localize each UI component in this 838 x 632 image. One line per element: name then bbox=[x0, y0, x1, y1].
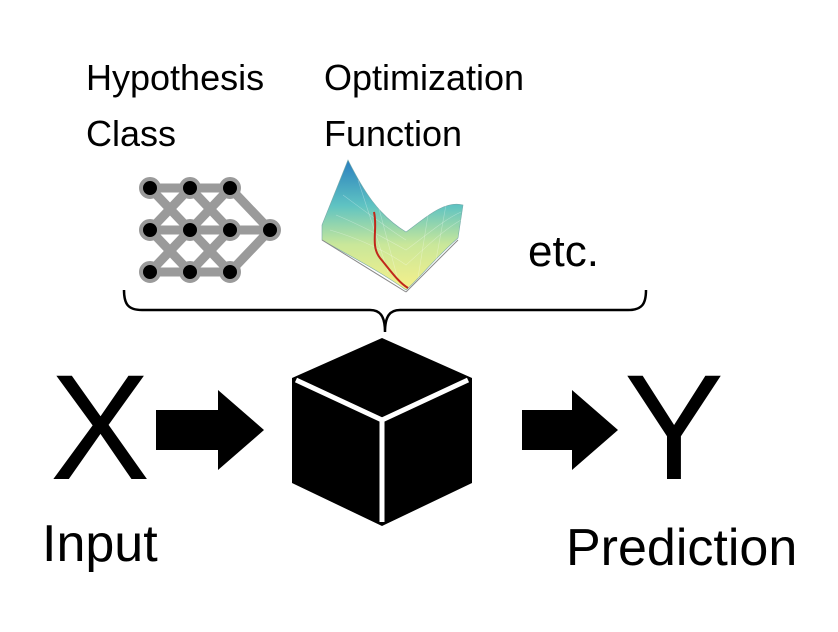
input-symbol: X bbox=[50, 343, 151, 511]
neural-network-icon bbox=[139, 177, 281, 283]
optimization-label-line1: Optimization bbox=[324, 57, 525, 98]
etc-label: etc. bbox=[528, 227, 599, 276]
right-arrow-icon bbox=[156, 390, 264, 470]
output-symbol: Y bbox=[624, 343, 725, 511]
input-label: Input bbox=[42, 515, 158, 573]
hypothesis-label-line1: Hypothesis bbox=[86, 57, 265, 98]
curly-brace bbox=[122, 289, 648, 333]
hypothesis-label-line2: Class bbox=[86, 113, 177, 154]
right-arrow-icon bbox=[522, 390, 618, 470]
prediction-label: Prediction bbox=[566, 519, 798, 577]
optimization-label-line2: Function bbox=[324, 113, 463, 154]
loss-surface-icon bbox=[321, 159, 464, 293]
black-box-cube-icon bbox=[292, 338, 472, 526]
